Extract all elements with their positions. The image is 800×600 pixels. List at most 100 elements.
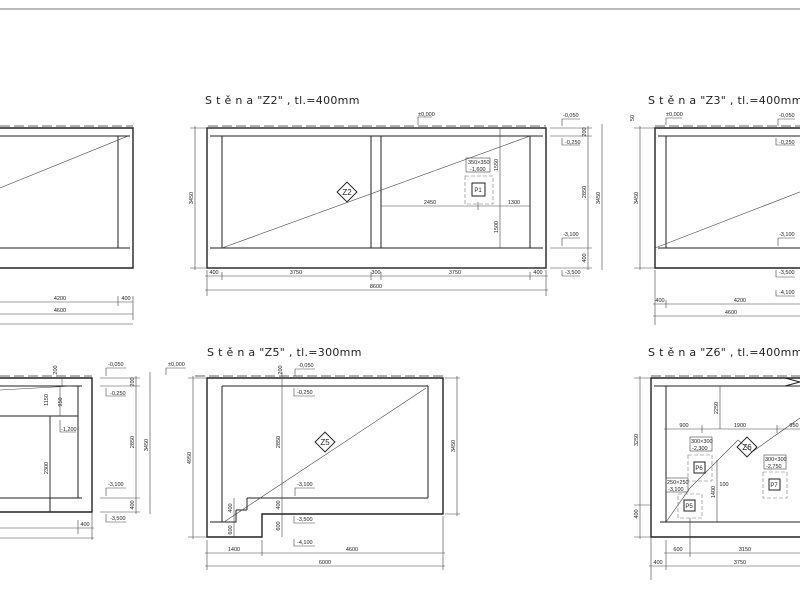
level-marker: -1,200 xyxy=(61,427,77,433)
wall-z3: S t ě n a "Z3" , tl.=400mm 3450 50 400 4… xyxy=(630,94,800,325)
dim-label: 400 xyxy=(121,296,130,302)
wall-z4: 200 1150 950 2300 -1,200 200 2850 400 34… xyxy=(0,362,151,540)
svg-text:300×300: 300×300 xyxy=(691,439,713,445)
dim-label: 2850 xyxy=(582,186,588,198)
pillar-p6: P6 300×300 -2,300 xyxy=(687,436,713,482)
level-marker: -4,100 xyxy=(297,540,313,546)
dim-label: 400 xyxy=(582,253,588,262)
dim-label: 600 xyxy=(276,521,282,530)
level-marker: -3,100 xyxy=(297,482,313,488)
wall-z1: 4200 400 4600 xyxy=(0,125,134,325)
svg-text:Z2: Z2 xyxy=(342,188,352,197)
level-marker: -0,050 xyxy=(298,363,314,369)
dim-label: 8600 xyxy=(370,284,382,290)
dim-label: 4600 xyxy=(54,308,66,314)
dim-label: 3450 xyxy=(451,440,457,452)
wall-title: S t ě n a "Z5" , tl.=300mm xyxy=(207,346,362,359)
dim-label: 1150 xyxy=(44,394,50,406)
level-marker: -3,100 xyxy=(563,232,579,238)
svg-text:350×350: 350×350 xyxy=(468,160,490,166)
level-marker: -4,100 xyxy=(779,290,795,296)
dim-label: 2250 xyxy=(714,402,720,414)
dim-label: 400 xyxy=(130,500,136,509)
svg-text:250×250: 250×250 xyxy=(667,480,689,486)
dim-label: 950 xyxy=(789,423,798,429)
dim-label: 600 xyxy=(228,525,234,534)
pillar-p7: P7 300×300 -2,750 xyxy=(762,454,788,499)
wall-tag-z6: Z6 xyxy=(736,436,758,458)
dim-label: 400 xyxy=(209,270,218,276)
svg-text:-2,750: -2,750 xyxy=(766,464,782,470)
svg-text:Z6: Z6 xyxy=(742,443,752,452)
level-marker: -0,050 xyxy=(108,362,124,368)
svg-text:P5: P5 xyxy=(685,504,693,510)
wall-title: S t ě n a "Z6" , tl.=400mm xyxy=(648,346,800,359)
level-marker: -0,050 xyxy=(563,113,579,119)
dim-label: 3450 xyxy=(144,439,150,451)
dim-label: 4600 xyxy=(346,547,358,553)
svg-text:-3,100: -3,100 xyxy=(668,487,684,493)
svg-text:-1,600: -1,600 xyxy=(470,167,486,173)
level-marker: -0,050 xyxy=(779,113,795,119)
level-marker: -3,500 xyxy=(297,517,313,523)
dim-label: 400 xyxy=(276,500,282,509)
dim-label: 3450 xyxy=(596,192,602,204)
dim-label: 50 xyxy=(630,115,636,121)
dim-label: 3750 xyxy=(290,270,302,276)
svg-text:-2,300: -2,300 xyxy=(692,446,708,452)
svg-text:P7: P7 xyxy=(770,483,778,489)
dim-label: 200 xyxy=(130,377,136,386)
dim-label: 2850 xyxy=(276,436,282,448)
level-marker: -0,250 xyxy=(110,391,126,397)
dim-label: 1900 xyxy=(734,423,746,429)
level-marker: -0,250 xyxy=(565,140,581,146)
wall-title: S t ě n a "Z2" , tl.=400mm xyxy=(205,94,360,107)
level-marker: -3,500 xyxy=(565,270,581,276)
dim-label: 200 xyxy=(278,365,284,374)
dim-label: 600 xyxy=(673,547,682,553)
level-marker: ±0,000 xyxy=(168,362,185,368)
dim-label: 3150 xyxy=(739,547,751,553)
level-marker: -3,500 xyxy=(779,270,795,276)
wall-z6: S t ě n a "Z6" , tl.=400mm 900 1900 950 … xyxy=(634,346,800,580)
dim-label: 3450 xyxy=(189,192,195,204)
dim-label: 400 xyxy=(655,298,664,304)
dim-label: 100 xyxy=(719,482,728,488)
dim-label: 3750 xyxy=(449,270,461,276)
level-marker: -3,500 xyxy=(110,516,126,522)
level-marker: -3,100 xyxy=(108,482,124,488)
dim-label: 6000 xyxy=(319,560,331,566)
dim-label: 2850 xyxy=(130,436,136,448)
dim-label: 900 xyxy=(679,423,688,429)
dim-label: 300 xyxy=(371,270,380,276)
dim-label: 950 xyxy=(58,397,64,406)
pillar-p5: P5 250×250 -3,100 xyxy=(665,477,703,519)
svg-text:P6: P6 xyxy=(695,466,703,472)
dim-label: 4950 xyxy=(187,452,193,464)
dim-label: 3450 xyxy=(634,192,640,204)
wall-tag-z2: Z2 xyxy=(336,181,358,203)
dim-label: 3250 xyxy=(634,434,640,446)
dim-label: 4600 xyxy=(725,310,737,316)
level-marker: ±0,000 xyxy=(418,112,435,118)
wall-tag-z5: Z5 xyxy=(314,431,336,453)
dim-label: 400 xyxy=(653,560,662,566)
svg-text:P1: P1 xyxy=(474,188,482,194)
dim-label: 200 xyxy=(582,127,588,136)
level-marker: ±0,000 xyxy=(666,112,683,118)
dim-label: 1500 xyxy=(494,221,500,233)
dim-label: 1400 xyxy=(711,486,717,498)
dim-label: 4200 xyxy=(54,296,66,302)
level-marker: -3,100 xyxy=(779,232,795,238)
dim-label: 400 xyxy=(634,509,640,518)
level-marker: -0,250 xyxy=(779,140,795,146)
wall-z5: S t ě n a "Z5" , tl.=300mm Z5 200 2850 4… xyxy=(165,346,460,570)
pillar-p1: P1 350×350 -1,600 xyxy=(464,157,494,205)
dim-label: 4200 xyxy=(734,298,746,304)
level-marker: -0,250 xyxy=(297,390,313,396)
dim-label: 400 xyxy=(533,270,542,276)
dim-label: 400 xyxy=(228,503,234,512)
dim-label: 2300 xyxy=(44,462,50,474)
dim-label: 1300 xyxy=(508,200,520,206)
wall-title: S t ě n a "Z3" , tl.=400mm xyxy=(648,94,800,107)
